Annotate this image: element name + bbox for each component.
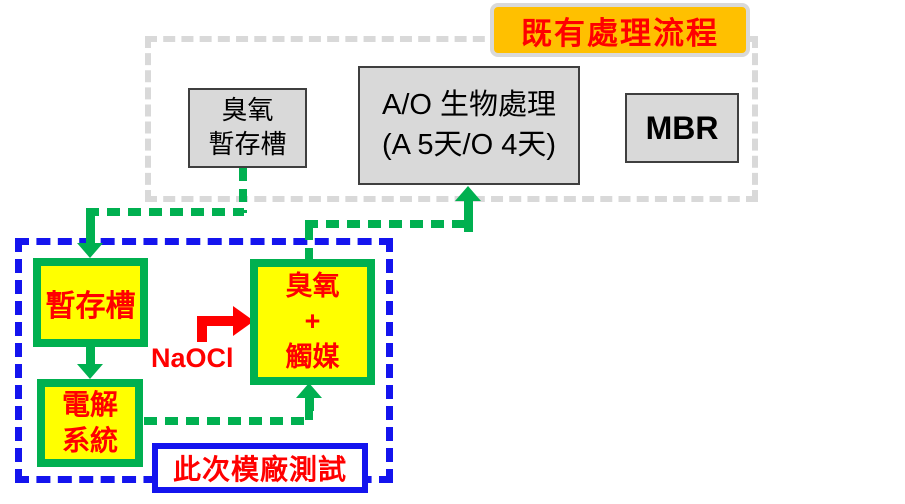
ao-bio-treatment-label-line2: (A 5天/O 4天): [381, 128, 557, 161]
arrow-into-holding-tank-shaft: [86, 216, 95, 244]
connector-electrolysis-up-dashed: [305, 407, 313, 421]
ozone-holding-tank-label-line1: 臭氧: [221, 95, 274, 126]
connector-electrolysis-right-dashed: [144, 417, 312, 425]
arrow-into-ozone-catalyst-head: [296, 383, 322, 398]
holding-tank-label: 暫存槽: [45, 289, 136, 323]
arrow-into-ao-shaft: [464, 201, 473, 232]
naocl-arrow-horizontal-shaft: [197, 316, 234, 326]
naocl-arrow-head: [233, 306, 254, 336]
existing-process-title: 既有處理流程: [490, 3, 750, 57]
arrow-into-ozone-catalyst-shaft: [305, 397, 314, 411]
naocl-label: NaOCl: [151, 343, 234, 373]
arrow-tank-to-electrolysis-shaft: [86, 347, 95, 366]
ozone-holding-tank-box: 臭氧 暫存槽: [188, 88, 307, 168]
ozone-catalyst-label-line1: 臭氧: [285, 271, 340, 302]
electrolysis-label-line1: 電解: [61, 388, 118, 420]
electrolysis-label-line2: 系統: [61, 425, 118, 456]
ozone-holding-tank-label-line2: 暫存槽: [208, 129, 287, 159]
connector-to-ao-dashed: [305, 220, 465, 228]
electrolysis-system-box: 電解 系統: [37, 379, 143, 467]
mbr-box: MBR: [625, 93, 739, 163]
connector-ozonecatalyst-up-dashed: [305, 227, 313, 259]
mbr-label: MBR: [645, 109, 719, 146]
ao-bio-treatment-box: A/O 生物處理 (A 5天/O 4天): [358, 66, 580, 185]
holding-tank-box: 暫存槽: [33, 258, 148, 347]
naocl-arrow-vertical-shaft: [197, 320, 207, 342]
ao-bio-treatment-label-line1: A/O 生物處理: [381, 89, 556, 122]
arrow-into-holding-tank-head: [77, 243, 103, 258]
ozone-catalyst-box: 臭氧 + 觸媒: [250, 259, 375, 385]
arrow-tank-to-electrolysis-head: [77, 364, 103, 379]
ozone-catalyst-label-line3: 觸媒: [285, 341, 340, 372]
pilot-test-title: 此次模廠測試: [152, 443, 368, 493]
connector-ozonetank-down-dashed: [239, 168, 247, 213]
existing-process-frame: [145, 36, 758, 202]
arrow-into-ao-head: [455, 186, 481, 201]
ozone-catalyst-label-line2: +: [304, 306, 321, 337]
connector-ozonetank-left-dashed: [86, 208, 244, 216]
